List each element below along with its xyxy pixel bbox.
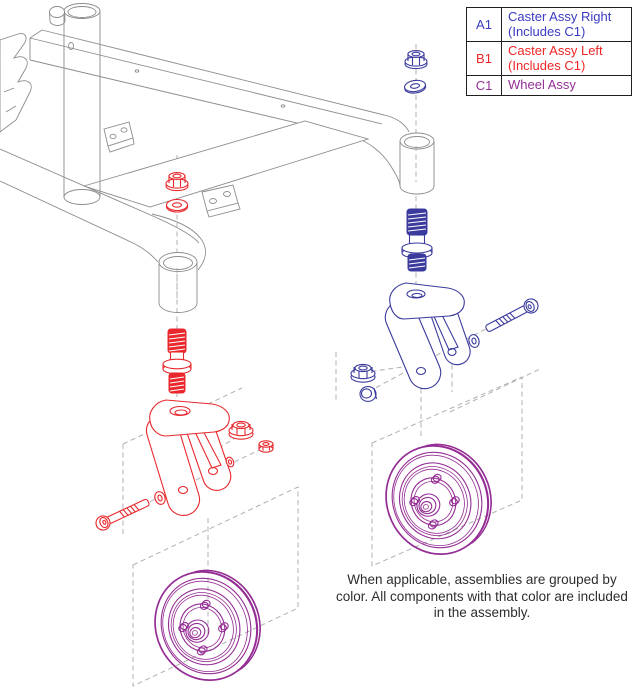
flange-nut-axle-left <box>228 420 254 440</box>
hex-nut-right <box>350 363 376 383</box>
legend-code: B1 <box>467 42 502 75</box>
axle-bolt-right <box>485 298 539 332</box>
legend-table: A1 Caster Assy Right (Includes C1) B1 Ca… <box>466 7 632 96</box>
flat-washer-right <box>404 79 427 94</box>
legend-row-c1: C1 Wheel Assy <box>467 75 631 95</box>
caster-assy-right-a1 <box>350 50 539 402</box>
bolt-cap-right <box>359 386 378 402</box>
hex-nut-left <box>258 440 274 453</box>
caster-fork-right <box>384 282 471 390</box>
flange-nut-left <box>165 172 189 192</box>
legend-row-b1: B1 Caster Assy Left (Includes C1) <box>467 41 631 75</box>
legend-label: Caster Assy Left (Includes C1) <box>508 43 603 73</box>
caster-fork-left <box>145 399 232 516</box>
legend-row-a1: A1 Caster Assy Right (Includes C1) <box>467 8 631 41</box>
frame-weldment <box>0 3 435 313</box>
threaded-stem-left <box>162 328 192 394</box>
flat-washer-left <box>165 198 189 213</box>
legend-label: Wheel Assy <box>508 77 576 93</box>
color-grouping-note: When applicable, assemblies are grouped … <box>336 572 628 620</box>
caster-assy-left-b1 <box>95 172 274 531</box>
wheel-assy-c1-right <box>367 426 510 572</box>
legend-code: C1 <box>467 76 502 95</box>
axle-washer-right <box>468 334 480 348</box>
axle-washer-inner-left <box>225 456 235 468</box>
legend-label: Caster Assy Right (Includes C1) <box>508 9 612 39</box>
legend-code: A1 <box>467 8 502 41</box>
axle-bolt-left <box>95 498 150 531</box>
flange-nut-right <box>404 50 428 70</box>
axle-washer-left <box>154 491 166 505</box>
threaded-stem-right <box>401 208 433 272</box>
